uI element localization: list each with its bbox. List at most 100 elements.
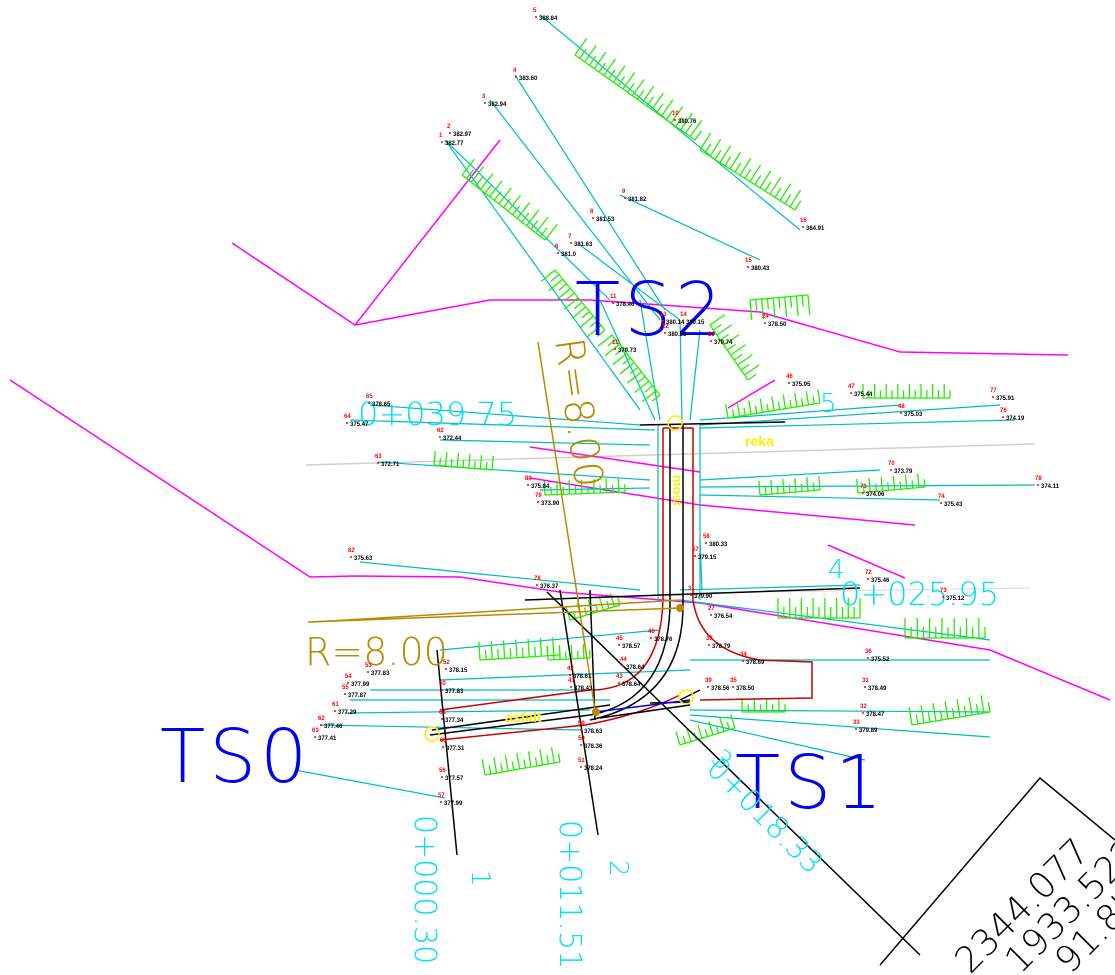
point-number: 41 bbox=[568, 678, 575, 684]
hatch-tick bbox=[478, 641, 481, 661]
point-number: 10 bbox=[672, 111, 679, 117]
point-elevation: 377.34 bbox=[445, 718, 464, 724]
point-number: 27 bbox=[708, 606, 715, 612]
hatch-tick bbox=[812, 396, 815, 405]
point-number: 15 bbox=[745, 258, 752, 264]
point-elevation: 374.19 bbox=[1006, 416, 1025, 422]
hatch-tick bbox=[603, 58, 616, 76]
point-number: 9 bbox=[622, 189, 626, 195]
point-elevation: 380.53 bbox=[668, 332, 687, 338]
hatch-tick bbox=[709, 139, 722, 157]
point-number: 1 bbox=[439, 133, 443, 139]
hatch-tick bbox=[911, 480, 914, 489]
point-elevation: 375.03 bbox=[904, 412, 923, 418]
hatch-tick bbox=[794, 200, 802, 211]
hatch-tick bbox=[534, 757, 538, 767]
hatch-tick bbox=[588, 55, 597, 66]
point-elevation: 382.97 bbox=[453, 132, 472, 138]
hatch-tick bbox=[987, 702, 991, 713]
point-number: 44 bbox=[620, 657, 627, 663]
point-number: 39 bbox=[705, 678, 712, 684]
hatch-tick bbox=[627, 371, 642, 384]
hatch-tick bbox=[481, 759, 486, 776]
hatch-tick bbox=[612, 65, 626, 83]
hatch-tick bbox=[778, 297, 781, 309]
hatch-tick bbox=[614, 348, 624, 356]
hatch-tick bbox=[456, 452, 460, 468]
point-marker bbox=[764, 322, 766, 324]
point-marker bbox=[614, 348, 616, 350]
point-marker bbox=[710, 614, 712, 616]
point-number: 56 bbox=[439, 768, 446, 774]
point-elevation: 377.31 bbox=[446, 746, 465, 752]
point-number: 32 bbox=[860, 704, 867, 710]
point-number: 60 bbox=[439, 681, 446, 687]
road-axis bbox=[429, 421, 1115, 966]
point-marker bbox=[867, 657, 869, 659]
point-marker bbox=[850, 392, 852, 394]
hatch-tick bbox=[497, 648, 500, 659]
point-elevation: 375.63 bbox=[354, 556, 373, 562]
radius-top-label: R=8.00 bbox=[545, 335, 611, 490]
hatch-base-line bbox=[484, 761, 561, 776]
hatch-tick bbox=[509, 648, 512, 659]
hatch-tick bbox=[488, 765, 492, 775]
point-elevation: 378.43 bbox=[574, 686, 593, 692]
point-marker bbox=[320, 724, 322, 726]
hatch-tick bbox=[557, 753, 561, 763]
hatch-tick bbox=[539, 227, 548, 237]
hatch-tick bbox=[880, 476, 884, 491]
point-elevation: 377.83 bbox=[371, 671, 390, 677]
hatch-tick bbox=[789, 189, 802, 208]
hatch-tick bbox=[597, 334, 613, 347]
hatch-tick bbox=[627, 83, 635, 93]
point-elevation: 375.52 bbox=[871, 657, 890, 663]
hatch-tick bbox=[521, 212, 530, 223]
hatch-tick bbox=[571, 306, 587, 319]
point-number: 70 bbox=[888, 461, 895, 467]
point-marker bbox=[440, 801, 442, 803]
point-elevation: 382.77 bbox=[445, 141, 464, 147]
point-marker bbox=[527, 484, 529, 486]
hatch-tick bbox=[574, 38, 588, 56]
hatch-tick bbox=[504, 755, 509, 772]
point-elevation: 375.44 bbox=[854, 392, 873, 398]
hatch-tick bbox=[726, 722, 731, 730]
hatch-tick bbox=[563, 297, 579, 310]
point-number: 65 bbox=[366, 394, 373, 400]
point-marker bbox=[612, 302, 614, 304]
hatch-tick bbox=[675, 117, 683, 127]
point-number: 33 bbox=[853, 720, 860, 726]
point-marker bbox=[788, 382, 790, 384]
point-elevation: 378.69 bbox=[746, 660, 765, 666]
hatch-tick bbox=[719, 333, 729, 341]
survey-lines bbox=[294, 14, 1036, 799]
hatch-tick bbox=[622, 72, 636, 90]
hatch-tick bbox=[629, 366, 639, 374]
hatch-tick bbox=[641, 389, 657, 403]
hatch-tick bbox=[475, 176, 484, 187]
point-number: 57 bbox=[692, 547, 699, 553]
point-marker bbox=[445, 668, 447, 670]
point-number: 61 bbox=[332, 702, 339, 708]
hatch-tick bbox=[656, 103, 664, 114]
hatch-tick bbox=[817, 389, 821, 404]
point-number: 74 bbox=[938, 494, 945, 500]
hatch-tick bbox=[730, 344, 746, 356]
point-number: 11 bbox=[610, 294, 617, 300]
point-elevation: 383.60 bbox=[519, 76, 538, 82]
point-elevation: 375.91 bbox=[996, 396, 1015, 402]
point-elevation: 377.99 bbox=[351, 682, 370, 688]
hatch-tick bbox=[739, 158, 752, 176]
hatch-tick bbox=[730, 714, 736, 729]
hatch-tick bbox=[498, 187, 512, 205]
hatch-tick bbox=[734, 162, 742, 173]
point-number: 80 bbox=[525, 476, 532, 482]
hatch-base-line bbox=[911, 711, 991, 726]
hatch-tick bbox=[641, 85, 655, 103]
hatch-tick bbox=[580, 479, 583, 494]
hatch-base-line bbox=[547, 657, 591, 661]
point-number: 57 bbox=[438, 793, 445, 799]
point-marker bbox=[535, 16, 537, 18]
point-number: 48 bbox=[898, 404, 905, 410]
